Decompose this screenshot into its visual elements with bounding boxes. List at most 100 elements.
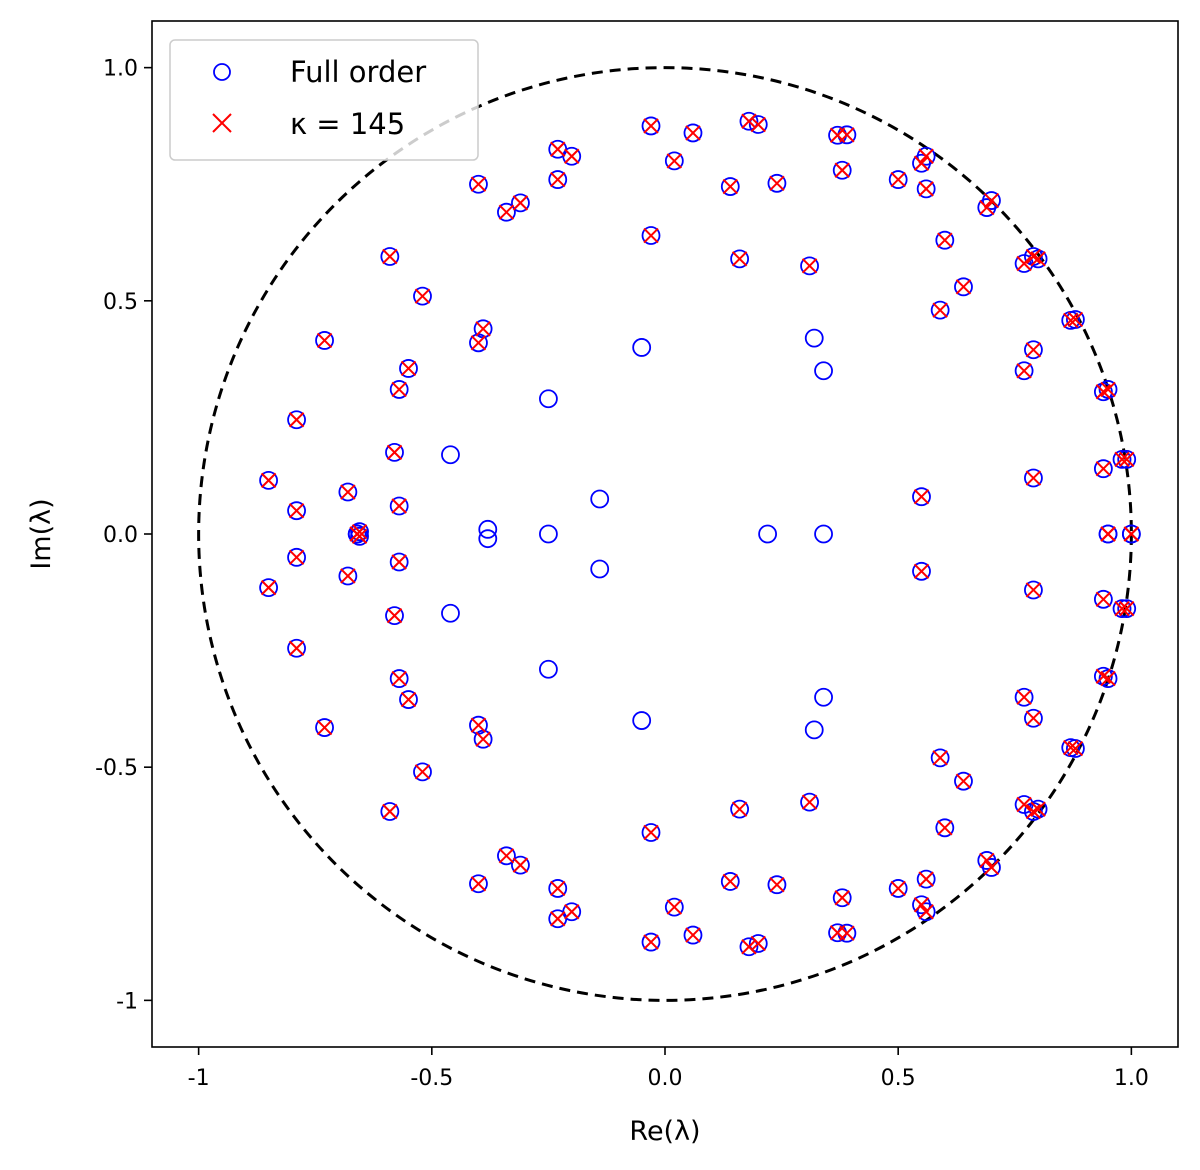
reduced-order-point <box>550 911 566 927</box>
full-order-point <box>389 380 409 399</box>
full-order-point <box>935 230 955 250</box>
full-order-point <box>814 361 833 381</box>
reduced-order-point <box>351 523 368 540</box>
reduced-order-point <box>750 935 766 952</box>
full-order-point <box>977 198 997 217</box>
legend: Full order κ = 145 <box>169 39 479 161</box>
full-order-point <box>916 179 936 199</box>
reduced-order-point-stroke <box>351 523 368 540</box>
reduced-order-point <box>685 125 701 141</box>
full-order-point <box>287 547 306 567</box>
reduced-order-point-stroke <box>913 897 930 913</box>
reduced-order-point-stroke <box>643 824 659 841</box>
full-order-point <box>664 151 684 171</box>
reduced-order-point-stroke <box>1114 600 1130 617</box>
full-order-point <box>916 869 936 889</box>
reduced-order-point <box>414 288 431 304</box>
reduced-order-point-stroke <box>913 155 930 171</box>
reduced-order-point-stroke <box>391 670 407 687</box>
reduced-order-point-stroke <box>391 554 407 570</box>
reduced-order-point-stroke <box>288 640 305 656</box>
reduced-order-point-stroke <box>1025 342 1042 358</box>
reduced-order-point <box>1030 801 1046 817</box>
reduced-order-point <box>741 939 757 955</box>
reduced-order-point <box>1095 591 1112 607</box>
full-order-point <box>632 711 652 730</box>
reduced-order-point-stroke <box>386 444 403 461</box>
full-order-point <box>1112 599 1132 619</box>
reduced-order-point-stroke <box>550 171 566 188</box>
reduced-order-point-stroke <box>414 764 431 780</box>
reduced-order-point-stroke <box>801 258 818 274</box>
full-order-point <box>539 389 558 409</box>
full-order-point <box>767 875 787 895</box>
reduced-order-point-stroke <box>1114 451 1130 468</box>
full-order-point <box>315 331 334 350</box>
full-order-point <box>385 606 404 626</box>
plot-area <box>152 21 1178 1047</box>
reduced-order-point <box>400 691 417 708</box>
full-order-point <box>1093 382 1113 402</box>
y-tick-label: -1 <box>116 989 138 1014</box>
legend-label-full-order: Full order <box>290 55 426 89</box>
reduced-order-point <box>316 332 333 349</box>
reduced-order-point-stroke <box>1063 739 1079 756</box>
reduced-order-point <box>955 279 972 295</box>
full-order-point <box>832 160 852 180</box>
y-tick-label: 0.5 <box>103 290 138 315</box>
full-order-point <box>350 522 369 542</box>
reduced-order-point-stroke <box>1025 470 1042 486</box>
reduced-order-point-stroke <box>979 199 995 216</box>
reduced-order-point-stroke <box>741 939 757 955</box>
reduced-order-point <box>685 927 701 943</box>
full-order-point <box>380 802 400 821</box>
reduced-order-point-stroke <box>722 873 738 890</box>
reduced-order-point-stroke <box>1025 248 1042 265</box>
reduced-order-point-stroke <box>351 528 368 545</box>
reduced-order-point <box>391 670 407 687</box>
reduced-order-point <box>913 563 930 580</box>
reduced-order-point <box>470 717 487 733</box>
full-order-point <box>730 249 750 269</box>
full-order-point <box>385 442 404 462</box>
reduced-order-point <box>386 607 403 624</box>
reduced-order-point-stroke <box>400 691 417 708</box>
full-order-point <box>399 359 418 378</box>
reduced-order-point-stroke <box>391 381 407 398</box>
reduced-order-point-stroke <box>801 794 818 810</box>
full-order-point <box>548 170 568 189</box>
reduced-order-point <box>475 321 491 337</box>
full-order-point <box>930 300 950 320</box>
y-axis-label: Im(λ) <box>26 498 57 569</box>
reduced-order-point-stroke <box>890 171 906 188</box>
x-tick-label: 0.5 <box>881 1066 916 1091</box>
reduced-order-point-stroke <box>382 803 398 820</box>
reduced-order-point <box>382 803 398 820</box>
full-order-point <box>497 202 516 222</box>
reduced-order-point-stroke <box>769 876 785 893</box>
legend-box <box>169 39 479 161</box>
full-order-point <box>720 872 740 891</box>
reduced-order-point-stroke <box>498 204 515 220</box>
reduced-order-point <box>1016 255 1032 272</box>
full-order-point <box>539 524 558 544</box>
reduced-order-point <box>979 852 995 869</box>
full-order-point <box>389 552 409 572</box>
full-order-point <box>935 818 955 838</box>
reduced-order-point <box>470 876 487 892</box>
reduced-order-point <box>918 904 934 920</box>
reduced-order-point-stroke <box>316 719 333 736</box>
full-order-point <box>590 559 610 579</box>
reduced-order-point <box>955 773 972 789</box>
full-order-point <box>930 748 950 768</box>
full-order-point <box>888 170 908 189</box>
reduced-order-point-stroke <box>913 488 930 505</box>
legend-x-marker <box>212 113 232 133</box>
x-tick-label: -1 <box>188 1066 210 1091</box>
full-order-point <box>347 524 367 544</box>
full-order-point <box>389 669 409 688</box>
full-order-point <box>315 718 334 737</box>
reduced-order-point <box>475 731 491 747</box>
reduced-order-point-stroke <box>839 127 855 143</box>
